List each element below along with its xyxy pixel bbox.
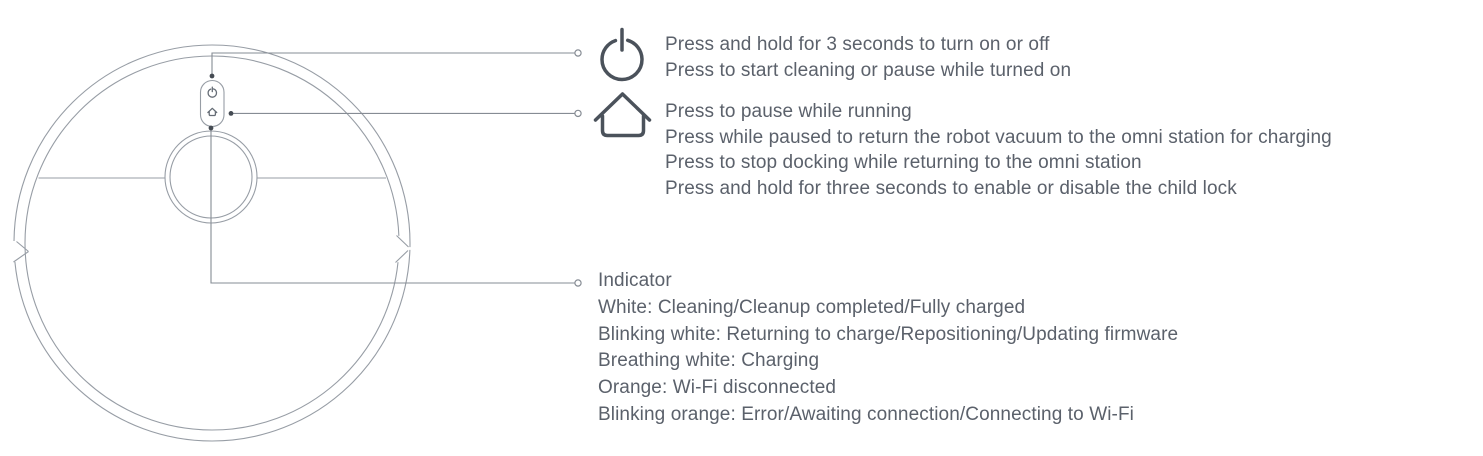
description-line: Blinking orange: Error/Awaiting connecti… <box>598 403 1135 425</box>
robot-inner-rim <box>24 55 400 431</box>
description-line: Press to stop docking while returning to… <box>665 152 1142 173</box>
description-line: Orange: Wi-Fi disconnected <box>598 377 837 399</box>
power-button-description: Press and hold for 3 seconds to turn on … <box>665 32 1071 83</box>
pod-power-button <box>207 86 218 98</box>
description-line: Breathing white: Charging <box>598 350 820 372</box>
description-line: Press to start cleaning or pause while t… <box>665 59 1072 81</box>
callout-dot-power <box>209 73 215 79</box>
callout-dot-home <box>228 111 234 116</box>
description-line: Blinking white: Returning to charge/Repo… <box>598 323 1179 345</box>
description-line: Press and hold for 3 seconds to turn on … <box>665 34 1050 55</box>
callout-line-indicator <box>210 128 575 284</box>
callout-end-circle-indicator <box>574 279 582 287</box>
indicator-title: Indicator <box>598 270 672 291</box>
home-button-description: Press to pause while running Press while… <box>665 99 1332 201</box>
robot-body <box>13 44 411 442</box>
description-line: Press while paused to return the robot v… <box>665 126 1332 148</box>
robot-outer-rim <box>13 44 411 442</box>
callout-line-power <box>211 52 575 76</box>
description-line: White: Cleaning/Cleanup completed/Fully … <box>598 296 1026 318</box>
description-line: Press to pause while running <box>665 101 912 122</box>
indicator-description: Indicator White: Cleaning/Cleanup comple… <box>598 268 1178 429</box>
callout-dot-indicator <box>208 125 214 131</box>
pod-home-button <box>207 107 218 117</box>
callout-end-circle-power <box>574 49 582 57</box>
right-bumper-seam <box>395 235 409 263</box>
home-icon <box>593 92 652 138</box>
left-bumper-seam <box>13 241 29 263</box>
description-line: Press and hold for three seconds to enab… <box>665 177 1237 199</box>
callout-end-circle-home <box>574 109 582 118</box>
power-icon <box>600 27 644 82</box>
